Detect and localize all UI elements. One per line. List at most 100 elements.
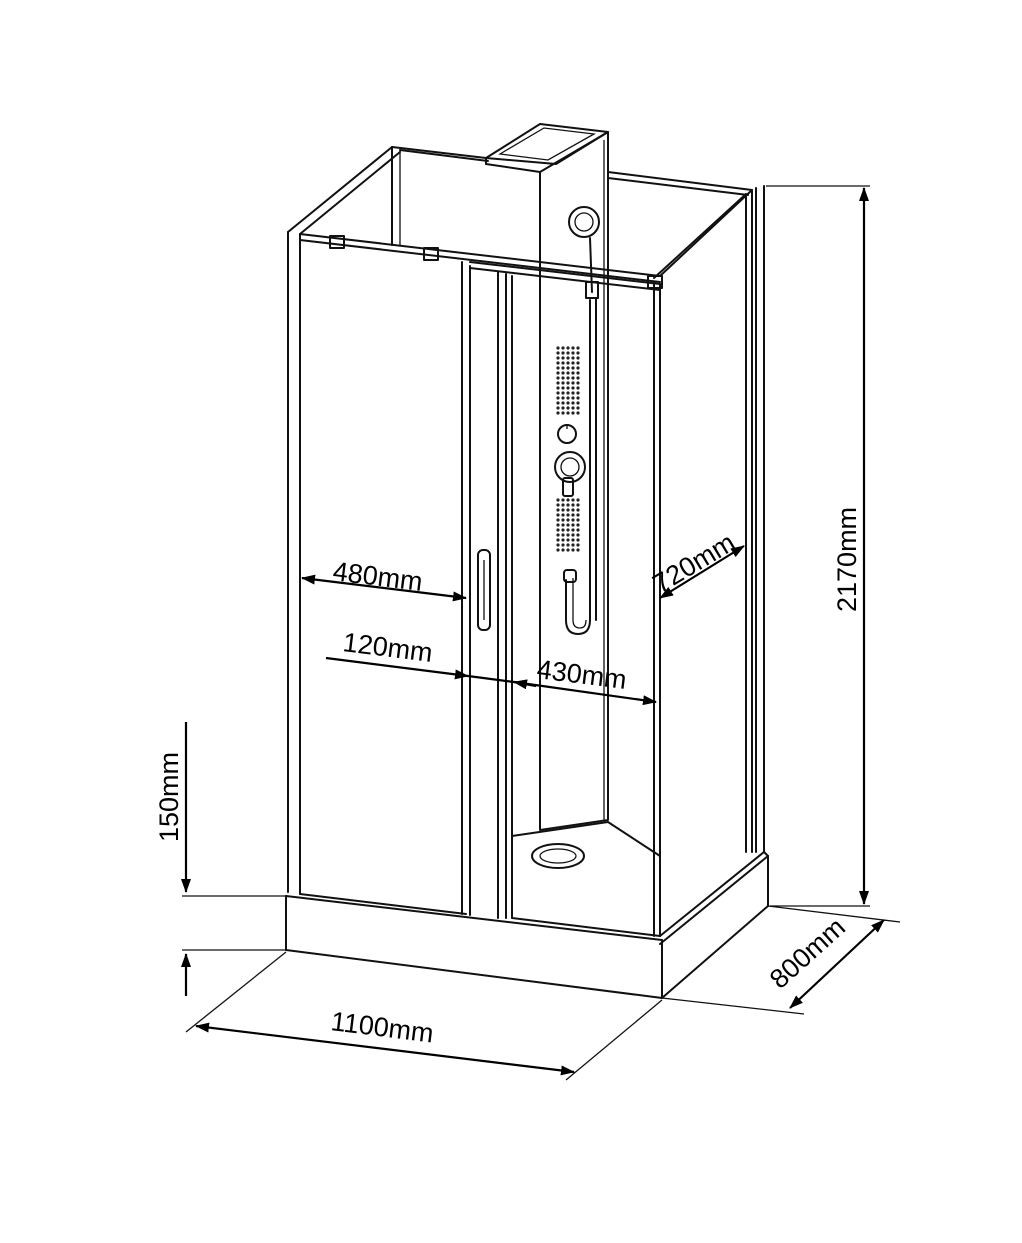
jet-dot (561, 381, 565, 385)
dim-overlap-line (325, 656, 469, 680)
jet-dot (571, 366, 575, 370)
jet-dot (566, 346, 570, 350)
dimension-lines (181, 185, 901, 1081)
jet-dot (556, 538, 560, 542)
jet-dot (556, 528, 560, 532)
jet-dot (566, 508, 570, 512)
front-top-rail (299, 233, 663, 291)
jet-dot (561, 396, 565, 400)
jet-dot (566, 548, 570, 552)
jet-dot (556, 351, 560, 355)
jet-dot (556, 406, 560, 410)
jet-dot (561, 351, 565, 355)
sliding-door (461, 261, 491, 916)
jet-dot (576, 538, 580, 542)
jet-dot (556, 533, 560, 537)
jet-dot (556, 386, 560, 390)
jet-dot (566, 513, 570, 517)
enclosure (285, 123, 769, 999)
jet-dot (571, 351, 575, 355)
dim-width-line (195, 1022, 575, 1076)
jet-dot (571, 411, 575, 415)
jet-dot (556, 518, 560, 522)
jet-dot (576, 386, 580, 390)
jet-dot (561, 386, 565, 390)
jet-dot (576, 518, 580, 522)
jet-dot (576, 528, 580, 532)
jet-dot (556, 366, 560, 370)
jet-dot (571, 391, 575, 395)
label-total-width: 1100mm (329, 1006, 435, 1048)
label-side-depth: 720mm (648, 527, 741, 599)
jet-dot (561, 498, 565, 502)
jet-dot (571, 523, 575, 527)
jet-dot (566, 518, 570, 522)
jet-dot (576, 351, 580, 355)
jet-dot (566, 401, 570, 405)
jet-dot (556, 356, 560, 360)
jet-dot (571, 543, 575, 547)
jet-dot (556, 401, 560, 405)
jet-dot (571, 406, 575, 410)
jet-dot (561, 503, 565, 507)
jet-dot (561, 543, 565, 547)
jet-dot (561, 346, 565, 350)
jet-dot (576, 508, 580, 512)
dim-side-depth-line (659, 545, 745, 599)
jet-dot (556, 548, 560, 552)
jet-dot (556, 391, 560, 395)
jet-dot (556, 376, 560, 380)
label-entry-width: 430mm (535, 654, 628, 695)
jet-dot (571, 381, 575, 385)
jet-dot (576, 411, 580, 415)
jet-dot (571, 538, 575, 542)
jet-dot (576, 406, 580, 410)
jet-dot (576, 543, 580, 547)
jet-dot (561, 533, 565, 537)
jet-dot (561, 366, 565, 370)
dim-door-width-line (301, 574, 467, 602)
jet-dot (561, 513, 565, 517)
second-door (497, 271, 513, 919)
jet-dot (566, 386, 570, 390)
jet-dot (566, 356, 570, 360)
jet-dot (561, 523, 565, 527)
jet-dot (576, 366, 580, 370)
jet-dot (556, 346, 560, 350)
jet-dot (556, 523, 560, 527)
jet-dot (566, 523, 570, 527)
jet-dot (566, 406, 570, 410)
shower-column (539, 131, 609, 831)
jet-dot (566, 533, 570, 537)
jet-dot (571, 533, 575, 537)
jet-dot (576, 376, 580, 380)
jet-dot (556, 498, 560, 502)
jet-dot (576, 396, 580, 400)
jet-dot (556, 508, 560, 512)
jet-dot (571, 503, 575, 507)
jet-dot (561, 518, 565, 522)
hose-loop (565, 579, 591, 635)
jet-dot (571, 361, 575, 365)
drain-icon (531, 843, 585, 869)
jet-dot (576, 513, 580, 517)
jet-dot (556, 543, 560, 547)
jet-dot (576, 533, 580, 537)
jet-dot (566, 391, 570, 395)
jet-dot (561, 391, 565, 395)
jet-dot (576, 381, 580, 385)
upper-jets (556, 346, 580, 415)
jet-dot (556, 503, 560, 507)
dim-entry-line (513, 680, 657, 706)
label-total-height: 2170mm (832, 507, 862, 612)
jet-dot (571, 386, 575, 390)
jet-dot (561, 508, 565, 512)
jet-dot (571, 548, 575, 552)
jet-dot (566, 351, 570, 355)
jet-dot (571, 371, 575, 375)
jet-dot (566, 366, 570, 370)
jet-dot (576, 503, 580, 507)
jet-dot (571, 513, 575, 517)
jet-dot (566, 376, 570, 380)
